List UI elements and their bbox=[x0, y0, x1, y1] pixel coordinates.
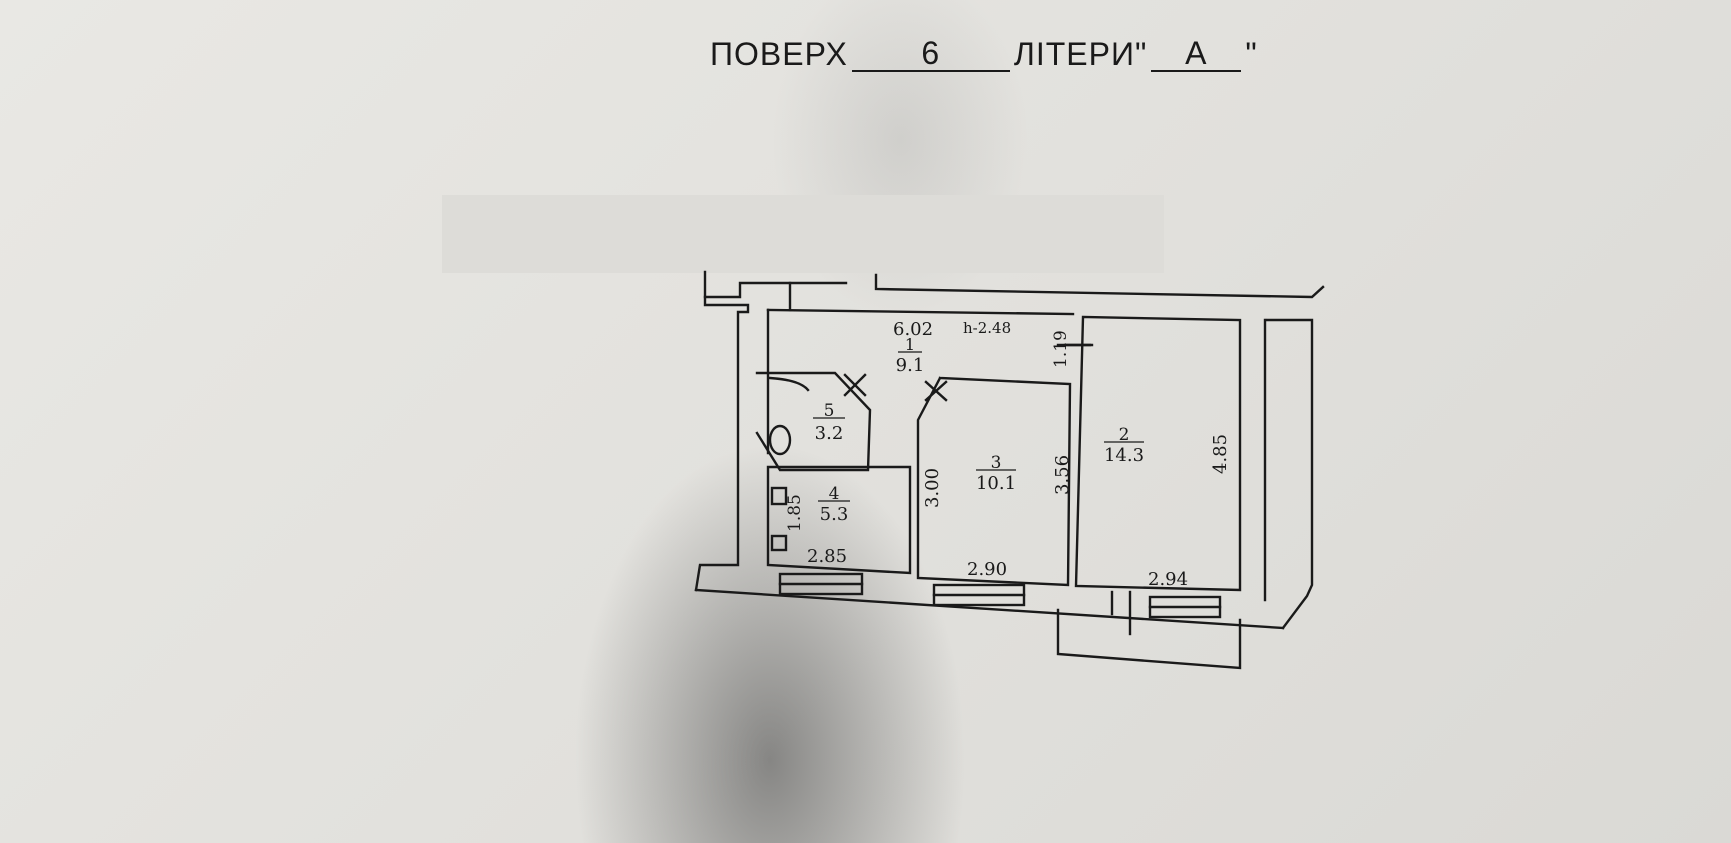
dimension-labels: 2.85 2.90 2.94 1.19 4.85 3.56 3.00 1.85 bbox=[785, 330, 1231, 590]
wall-bottom bbox=[694, 588, 1285, 630]
toilet-icon bbox=[768, 424, 792, 456]
stove-icon bbox=[770, 486, 788, 506]
redacted-band bbox=[442, 195, 1164, 273]
corridor-length-label: 6.02 bbox=[893, 319, 933, 340]
door-mark-5b bbox=[843, 373, 867, 397]
open-quote: " bbox=[1134, 36, 1148, 72]
wall-top-left bbox=[703, 270, 848, 299]
letter-label: ЛІТЕРИ bbox=[1013, 36, 1135, 72]
balcony-outline bbox=[1056, 608, 1242, 670]
room-5-area: 3.2 bbox=[815, 423, 844, 444]
room-4-area: 5.3 bbox=[820, 504, 849, 525]
room-4-number: 4 bbox=[829, 484, 840, 504]
wall-right-outer bbox=[1265, 318, 1314, 630]
door-arc-5 bbox=[768, 376, 810, 392]
close-quote: " bbox=[1245, 36, 1258, 72]
dim-room3-depth: 3.56 bbox=[1052, 455, 1073, 495]
wall-corridor-top bbox=[766, 308, 1075, 316]
dim-corridor-width: 1.19 bbox=[1051, 330, 1071, 368]
room-3-number: 3 bbox=[991, 453, 1002, 473]
floor-value: 6 bbox=[851, 36, 1010, 72]
floor-label: ПОВЕРХ bbox=[710, 36, 848, 72]
room-4-walls bbox=[766, 465, 912, 575]
wall-left-outer bbox=[694, 295, 750, 592]
door-mark-3b bbox=[924, 380, 948, 402]
dim-room4-depth: 1.85 bbox=[785, 494, 805, 532]
room-1-number: 1 bbox=[905, 335, 915, 354]
wall-top-right bbox=[874, 273, 1325, 299]
room-5-walls bbox=[755, 371, 872, 472]
letter-value: А bbox=[1151, 36, 1242, 72]
plan-walls bbox=[694, 270, 1325, 670]
dim-room2-width: 2.94 bbox=[1148, 569, 1188, 590]
dim-room3-inner: 3.00 bbox=[922, 468, 943, 508]
plan-header: ПОВЕРХ 6 ЛІТЕРИ " А " bbox=[710, 36, 1258, 72]
room-2-number: 2 bbox=[1119, 425, 1130, 445]
dim-room4-width: 2.85 bbox=[807, 546, 847, 567]
room-3-walls bbox=[916, 376, 1072, 587]
ceiling-height-label: h-2.48 bbox=[963, 319, 1011, 337]
dim-room3-width: 2.90 bbox=[967, 559, 1007, 580]
room-5-number: 5 bbox=[824, 401, 835, 421]
dim-room2-depth: 4.85 bbox=[1210, 434, 1231, 474]
room-labels: 6.02 h-2.48 1 9.1 2 14.3 3 10.1 4 5.3 5 … bbox=[813, 319, 1144, 525]
room-3-area: 10.1 bbox=[976, 473, 1016, 494]
room-2-walls bbox=[1074, 315, 1242, 592]
room-1-area: 9.1 bbox=[896, 355, 925, 376]
room-2-area: 14.3 bbox=[1104, 445, 1144, 466]
sink-icon bbox=[770, 534, 788, 552]
